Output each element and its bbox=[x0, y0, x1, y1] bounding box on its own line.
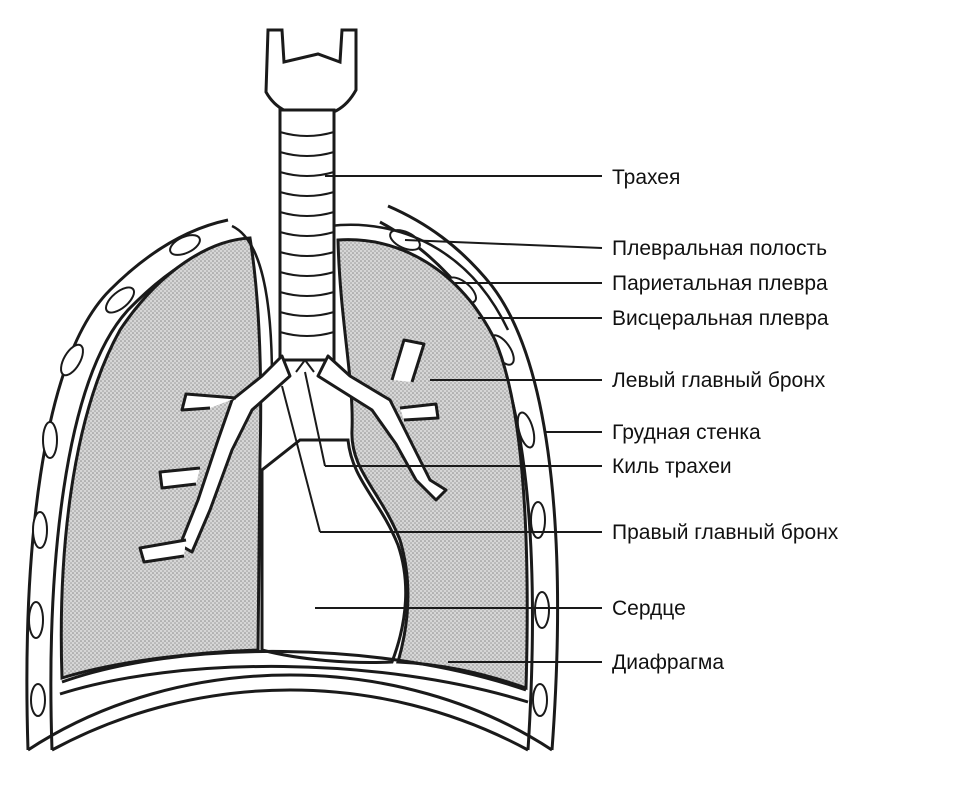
pleura-lines bbox=[231, 223, 510, 381]
label-parietal-pleura: Париетальная плевра bbox=[612, 272, 828, 295]
label-pleural-cavity: Плевральная полость bbox=[612, 237, 828, 260]
right-lung bbox=[59, 236, 263, 681]
larynx bbox=[264, 28, 358, 118]
leader-lines bbox=[281, 175, 603, 663]
label-trachea: Трахея bbox=[612, 166, 681, 189]
carina-point bbox=[295, 358, 315, 373]
label-visceral-pleura: Висцеральная плевра bbox=[612, 307, 829, 330]
bronchi bbox=[138, 338, 448, 564]
diaphragm bbox=[59, 650, 529, 704]
label-diaphragm: Диафрагма bbox=[612, 651, 725, 674]
label-heart: Сердце bbox=[612, 597, 686, 620]
trachea-rings bbox=[279, 131, 335, 337]
label-chest-wall: Грудная стенка bbox=[612, 421, 761, 444]
label-carina: Киль трахеи bbox=[612, 455, 732, 478]
label-right-bronchus: Правый главный бронх bbox=[612, 521, 839, 544]
heart bbox=[260, 438, 408, 664]
label-left-bronchus: Левый главный бронх bbox=[612, 369, 826, 392]
